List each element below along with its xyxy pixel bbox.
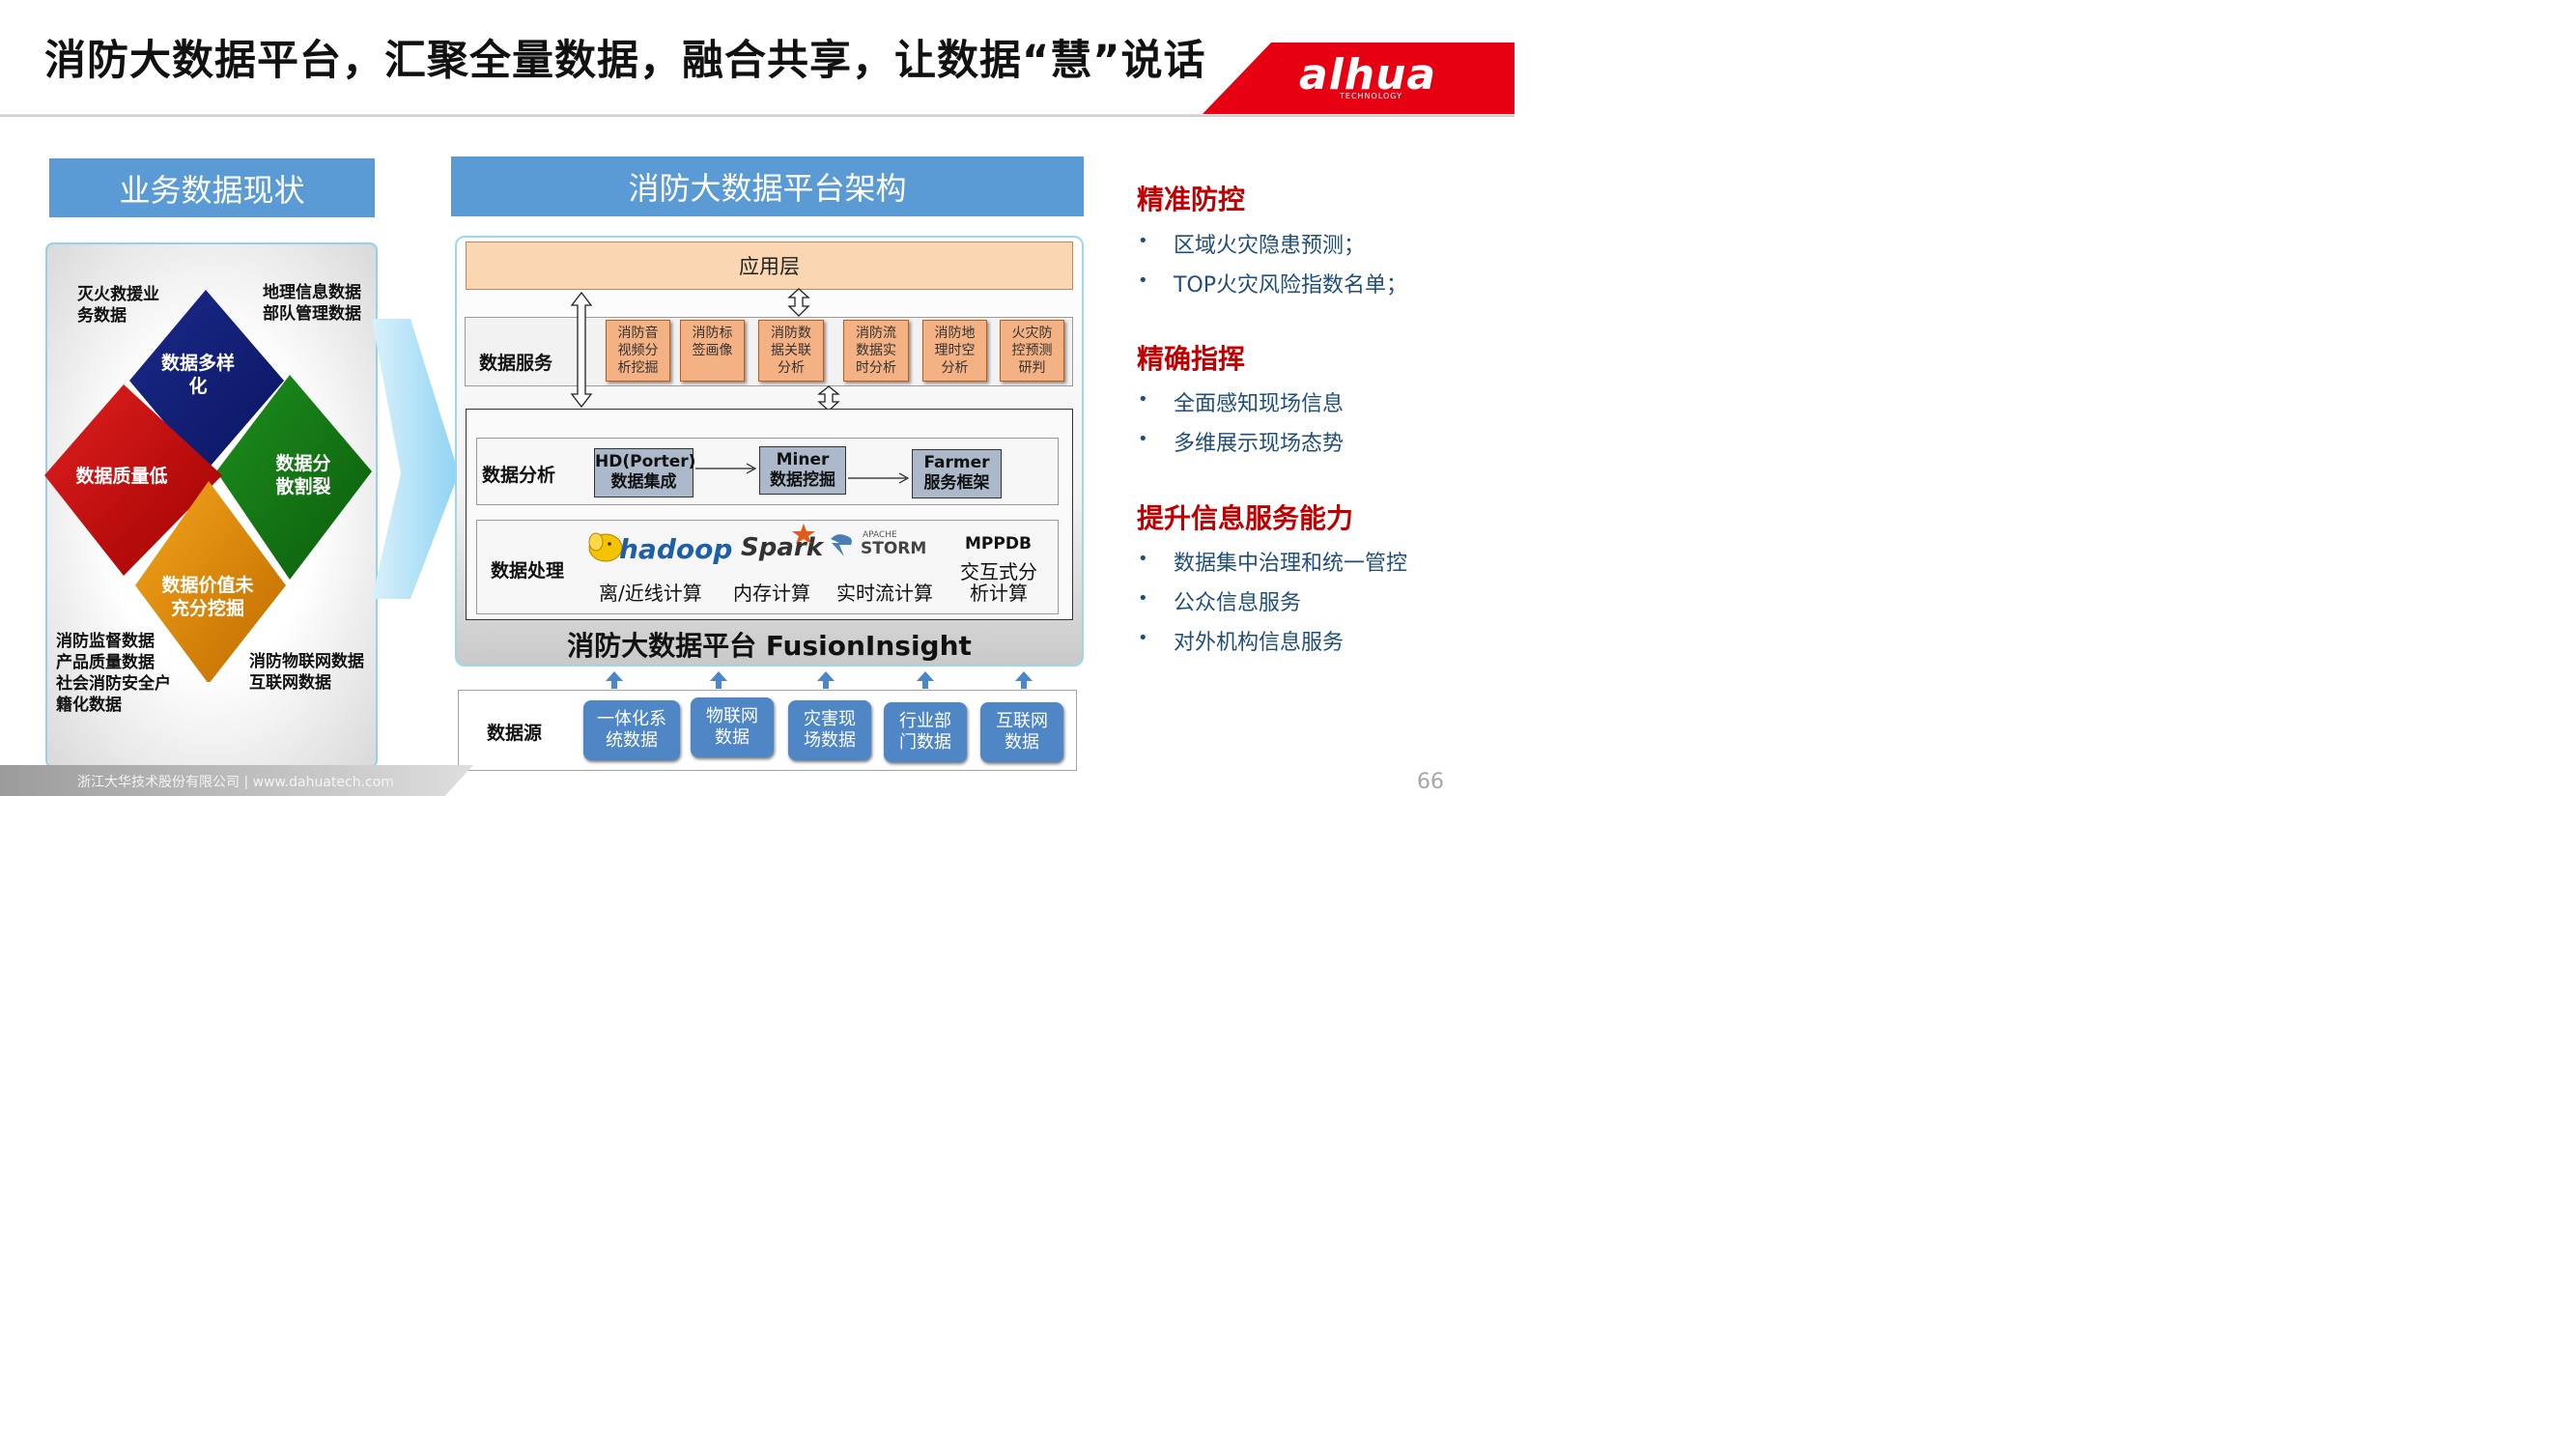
analysis-tool-miner: Miner 数据挖掘 [759,446,846,495]
diamond-blue-label: 数据多样 化 [160,353,235,397]
service-item: 消防地 理时空 分析 [922,320,987,382]
up-arrow [710,671,727,689]
processing-stream: 实时流计算 [836,582,933,605]
service-item: 火灾防 控预测 研判 [1000,320,1064,382]
hadoop-logo: hadoop [619,533,733,565]
up-arrow [817,671,835,689]
diamond-orange [135,481,286,682]
source-iot: 物联网 数据 [691,697,774,757]
heading-precise-command: 精确指挥 [1137,343,1246,375]
service-item: 消防音 视频分 析挖掘 [606,320,670,382]
list-item: 对外机构信息服务 [1174,631,1345,655]
heading-precise-prevention: 精准防控 [1137,184,1246,215]
service-app-double-arrow [787,288,810,317]
service-item: 消防数 据关联 分析 [758,320,824,382]
list-item: 多维展示现场态势 [1174,432,1345,456]
storm-logo-apache: APACHE [863,530,897,540]
diamond-orange-label: 数据价值未 充分挖掘 [161,575,254,619]
data-issue-diamonds [44,290,372,682]
list-item: TOP火灾风险指数名单； [1174,273,1408,298]
list-item: 公众信息服务 [1174,591,1302,615]
title-divider [0,114,1514,117]
label-iot-data: 消防物联网数据 互联网数据 [249,652,364,693]
spark-logo: Spark [741,533,823,562]
hadoop-elephant-icon [588,532,623,562]
footer-text: 浙江大华技术股份有限公司 | www.dahuatech.com [77,775,394,790]
analysis-tool-farmer: Farmer 服务框架 [912,449,1002,498]
source-internet: 互联网 数据 [980,702,1063,762]
flow-arrow [848,472,910,484]
label-rescue-data: 灭火救援业 务数据 [77,285,159,326]
data-processing-row [476,520,1059,614]
flow-arrow [695,463,757,474]
slide-title: 消防大数据平台，汇聚全量数据，融合共享，让数据“慧”说话 [44,37,1206,85]
mppdb-logo: MPPDB [965,534,1032,554]
analysis-service-double-arrow [817,385,840,412]
bullet: • [1138,231,1148,251]
source-industry-dept: 行业部 门数据 [884,702,967,762]
storm-bolt-icon [831,534,852,556]
bullet: • [1138,429,1148,449]
analysis-tool-porter: HD(Porter) 数据集成 [594,448,695,497]
processing-memory: 内存计算 [733,582,810,605]
bullet: • [1138,389,1148,410]
heading-info-service: 提升信息服务能力 [1137,502,1354,534]
brand-logo-sub: TECHNOLOGY [1340,92,1402,100]
source-integrated-system: 一体化系 统数据 [583,700,680,760]
list-item: 全面感知现场信息 [1174,392,1345,416]
source-disaster-scene: 灾害现 场数据 [788,700,871,760]
bullet: • [1138,588,1148,609]
business-data-header: 业务数据现状 [49,158,375,217]
up-arrow [606,671,623,689]
diamond-green [216,375,372,580]
processing-interactive: 交互式分 析计算 [960,560,1037,605]
up-arrow [1015,671,1033,689]
application-layer: 应用层 [466,242,1073,290]
spark-star-icon [792,524,815,544]
bullet: • [1138,270,1148,291]
data-service-label: 数据服务 [479,353,553,374]
list-item: 数据集中治理和统一管控 [1174,552,1408,576]
service-item: 消防标 签画像 [680,320,745,382]
data-source-label: 数据源 [487,723,543,744]
platform-name: 消防大数据平台 FusionInsight [567,630,972,662]
diamond-red-label: 数据质量低 [75,466,168,487]
bullet: • [1138,628,1148,648]
architecture-header: 消防大数据平台架构 [451,156,1084,216]
footer-band [0,765,473,796]
label-geo-data: 地理信息数据 部队管理数据 [263,283,361,324]
service-item: 消防流 数据实 时分析 [843,320,909,382]
data-processing-label: 数据处理 [491,560,565,582]
diamond-green-label: 数据分 散割裂 [275,453,331,497]
flow-chevron-arrow [372,319,459,599]
page-number: 66 [1417,770,1444,794]
list-item: 区域火灾隐患预测； [1174,234,1366,258]
up-arrow [917,671,934,689]
vertical-double-arrow [570,292,593,409]
diamond-red [44,384,222,576]
label-supervision-data: 消防监督数据 产品质量数据 社会消防安全户 籍化数据 [56,632,171,715]
bullet: • [1138,549,1148,569]
brand-logo: alhua [1299,50,1437,99]
data-analysis-label: 数据分析 [482,465,556,486]
storm-logo: STORM [861,539,927,558]
processing-offline: 离/近线计算 [599,582,702,605]
